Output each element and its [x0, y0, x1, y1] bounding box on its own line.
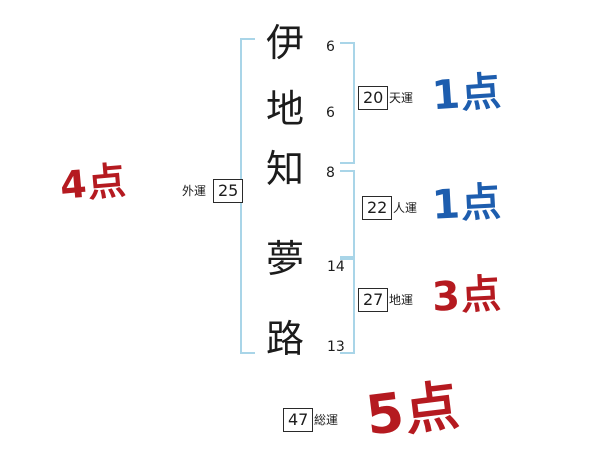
- person-luck-value-box: 22: [362, 196, 393, 220]
- total-luck-score: 5点: [362, 373, 464, 448]
- stroke-count-5: 13: [327, 339, 345, 355]
- name-char-5: 路: [266, 317, 305, 361]
- heaven-luck-value-box: 20: [358, 86, 389, 110]
- person-luck-label: 人運: [393, 201, 418, 215]
- person-luck-bracket: [340, 170, 355, 258]
- stroke-count-3: 8: [326, 165, 335, 181]
- outer-luck-value-box: 25: [213, 179, 244, 203]
- outer-luck-score: 4点: [58, 158, 129, 208]
- name-char-4: 夢: [266, 237, 305, 281]
- heaven-luck-bracket: [340, 42, 355, 164]
- heaven-luck-label: 天運: [389, 91, 414, 105]
- heaven-luck-score: 1点: [430, 68, 504, 120]
- stroke-count-1: 6: [326, 39, 335, 55]
- name-char-3: 知: [266, 147, 305, 191]
- earth-luck-score: 3点: [430, 271, 503, 321]
- person-luck-score: 1点: [430, 179, 503, 229]
- stroke-count-4: 14: [327, 259, 345, 275]
- earth-luck-bracket: [340, 258, 355, 354]
- outer-luck-label: 外運: [182, 184, 207, 198]
- name-char-2: 地: [266, 87, 305, 131]
- earth-luck-value-box: 27: [358, 288, 389, 312]
- total-luck-value-box: 47: [283, 408, 314, 432]
- total-luck-label: 総運: [314, 413, 339, 427]
- earth-luck-label: 地運: [389, 293, 414, 307]
- name-char-1: 伊: [266, 21, 305, 65]
- stroke-count-2: 6: [326, 105, 335, 121]
